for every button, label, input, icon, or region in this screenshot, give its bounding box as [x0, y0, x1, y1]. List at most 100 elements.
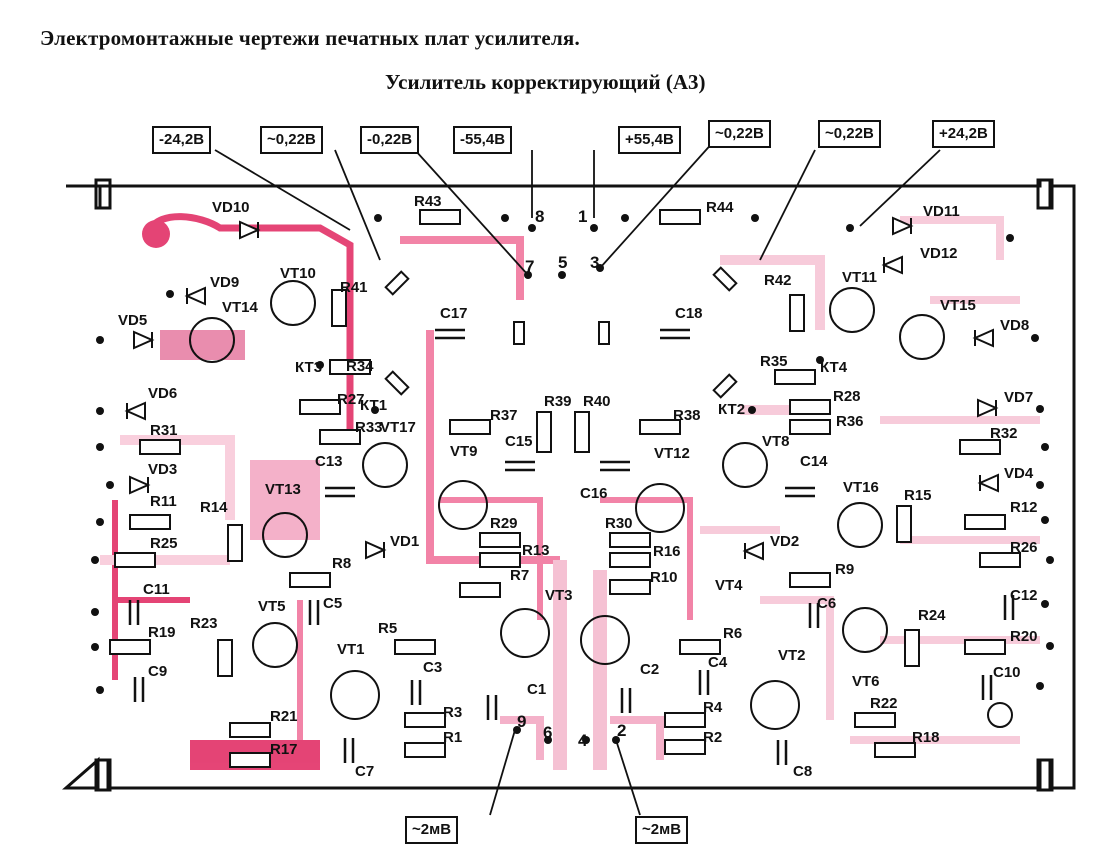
- svg-text:C16: C16: [580, 485, 608, 502]
- svg-text:R42: R42: [764, 272, 792, 289]
- svg-text:R36: R36: [836, 413, 864, 430]
- svg-text:VD5: VD5: [118, 312, 147, 329]
- svg-text:VT17: VT17: [380, 419, 416, 436]
- pin-label: 6: [543, 723, 552, 742]
- svg-text:VD7: VD7: [1004, 389, 1033, 406]
- pin-label: 2: [617, 721, 626, 740]
- svg-text:R9: R9: [835, 561, 854, 578]
- svg-text:VT2: VT2: [778, 647, 806, 664]
- svg-text:VD10: VD10: [212, 199, 250, 216]
- svg-text:R12: R12: [1010, 499, 1038, 516]
- svg-text:VD2: VD2: [770, 533, 799, 550]
- svg-text:R41: R41: [340, 279, 368, 296]
- svg-text:VD12: VD12: [920, 245, 958, 262]
- svg-text:VT12: VT12: [654, 445, 690, 462]
- svg-text:VT15: VT15: [940, 297, 976, 314]
- svg-text:R43: R43: [414, 193, 442, 210]
- svg-text:КТ1: КТ1: [360, 397, 387, 414]
- pin-numbers: 8 1 7 5 3 9 6 4 2: [517, 207, 626, 750]
- svg-text:R23: R23: [190, 615, 218, 632]
- svg-text:VT16: VT16: [843, 479, 879, 496]
- svg-text:C12: C12: [1010, 587, 1038, 604]
- svg-text:VT1: VT1: [337, 641, 365, 658]
- svg-text:R2: R2: [703, 729, 722, 746]
- svg-text:R33: R33: [355, 419, 383, 436]
- svg-text:VT11: VT11: [842, 269, 877, 286]
- svg-text:R44: R44: [706, 199, 734, 216]
- pin-label: 4: [578, 731, 588, 750]
- svg-text:C14: C14: [800, 453, 828, 470]
- svg-text:R29: R29: [490, 515, 518, 532]
- svg-text:R20: R20: [1010, 628, 1038, 645]
- svg-text:R17: R17: [270, 741, 298, 758]
- board-outline: [62, 180, 1076, 790]
- voltage-label: -55,4В: [453, 126, 513, 154]
- svg-text:R24: R24: [918, 607, 946, 624]
- svg-text:C13: C13: [315, 453, 343, 470]
- capacitor-group: [128, 328, 1015, 765]
- svg-text:R40: R40: [583, 393, 611, 410]
- svg-text:R27: R27: [337, 391, 365, 408]
- svg-text:R5: R5: [378, 620, 397, 637]
- svg-text:R32: R32: [990, 425, 1018, 442]
- svg-text:R38: R38: [673, 407, 701, 424]
- svg-text:C1: C1: [527, 681, 546, 698]
- svg-text:R1: R1: [443, 729, 462, 746]
- leader-lines: [214, 139, 941, 816]
- svg-text:R19: R19: [148, 624, 176, 641]
- svg-text:R4: R4: [703, 699, 723, 716]
- svg-text:C8: C8: [793, 763, 812, 780]
- svg-text:R30: R30: [605, 515, 633, 532]
- svg-text:C10: C10: [993, 664, 1021, 681]
- pin-label: 8: [535, 207, 544, 226]
- transistor-group: [189, 280, 1013, 730]
- svg-text:C4: C4: [708, 654, 728, 671]
- svg-text:VT6: VT6: [852, 673, 880, 690]
- svg-text:VD6: VD6: [148, 385, 177, 402]
- svg-text:C17: C17: [440, 305, 468, 322]
- svg-text:VD9: VD9: [210, 274, 239, 291]
- pin-label: 9: [517, 712, 526, 731]
- svg-text:R3: R3: [443, 704, 462, 721]
- test-points: [384, 266, 738, 399]
- svg-text:C7: C7: [355, 763, 374, 780]
- voltage-label: ~0,22В: [260, 126, 323, 154]
- svg-text:КТ2: КТ2: [718, 401, 745, 418]
- voltage-label: ~0,22В: [818, 120, 881, 148]
- board-subtitle: Усилитель корректирующий (А3): [385, 70, 706, 94]
- svg-text:R6: R6: [723, 625, 742, 642]
- input-voltage-label: ~2мВ: [635, 816, 689, 844]
- voltage-label: -0,22В: [360, 126, 420, 154]
- voltage-label: ~0,22В: [708, 120, 771, 148]
- svg-text:VT14: VT14: [222, 299, 259, 316]
- svg-text:VD11: VD11: [923, 203, 960, 220]
- solder-pads: [91, 214, 1054, 744]
- svg-text:R34: R34: [346, 358, 374, 375]
- svg-text:R7: R7: [510, 567, 529, 584]
- svg-text:R26: R26: [1010, 539, 1038, 556]
- svg-text:VD1: VD1: [390, 533, 419, 550]
- svg-text:VT5: VT5: [258, 598, 286, 615]
- svg-text:VD3: VD3: [148, 461, 177, 478]
- svg-text:VD8: VD8: [1000, 317, 1029, 334]
- svg-text:VT8: VT8: [762, 433, 790, 450]
- svg-text:КТ4: КТ4: [820, 359, 848, 376]
- svg-text:C3: C3: [423, 659, 442, 676]
- svg-text:VT4: VT4: [715, 577, 743, 594]
- svg-text:R28: R28: [833, 388, 861, 405]
- component-labels: R43 R44 R41 R42 R34 R35 R27 R28 R36 R37 …: [118, 193, 1038, 780]
- svg-text:VD4: VD4: [1004, 465, 1034, 482]
- svg-text:R31: R31: [150, 422, 178, 439]
- pin-label: 1: [578, 207, 587, 226]
- input-voltage-label: ~2мВ: [405, 816, 459, 844]
- svg-text:C5: C5: [323, 595, 342, 612]
- svg-text:R14: R14: [200, 499, 228, 516]
- svg-text:C11: C11: [143, 581, 170, 598]
- svg-text:R35: R35: [760, 353, 788, 370]
- svg-text:C9: C9: [148, 663, 167, 680]
- pin-label: 5: [558, 253, 567, 272]
- svg-text:R21: R21: [270, 708, 298, 725]
- svg-text:R11: R11: [150, 493, 177, 510]
- svg-text:R37: R37: [490, 407, 518, 424]
